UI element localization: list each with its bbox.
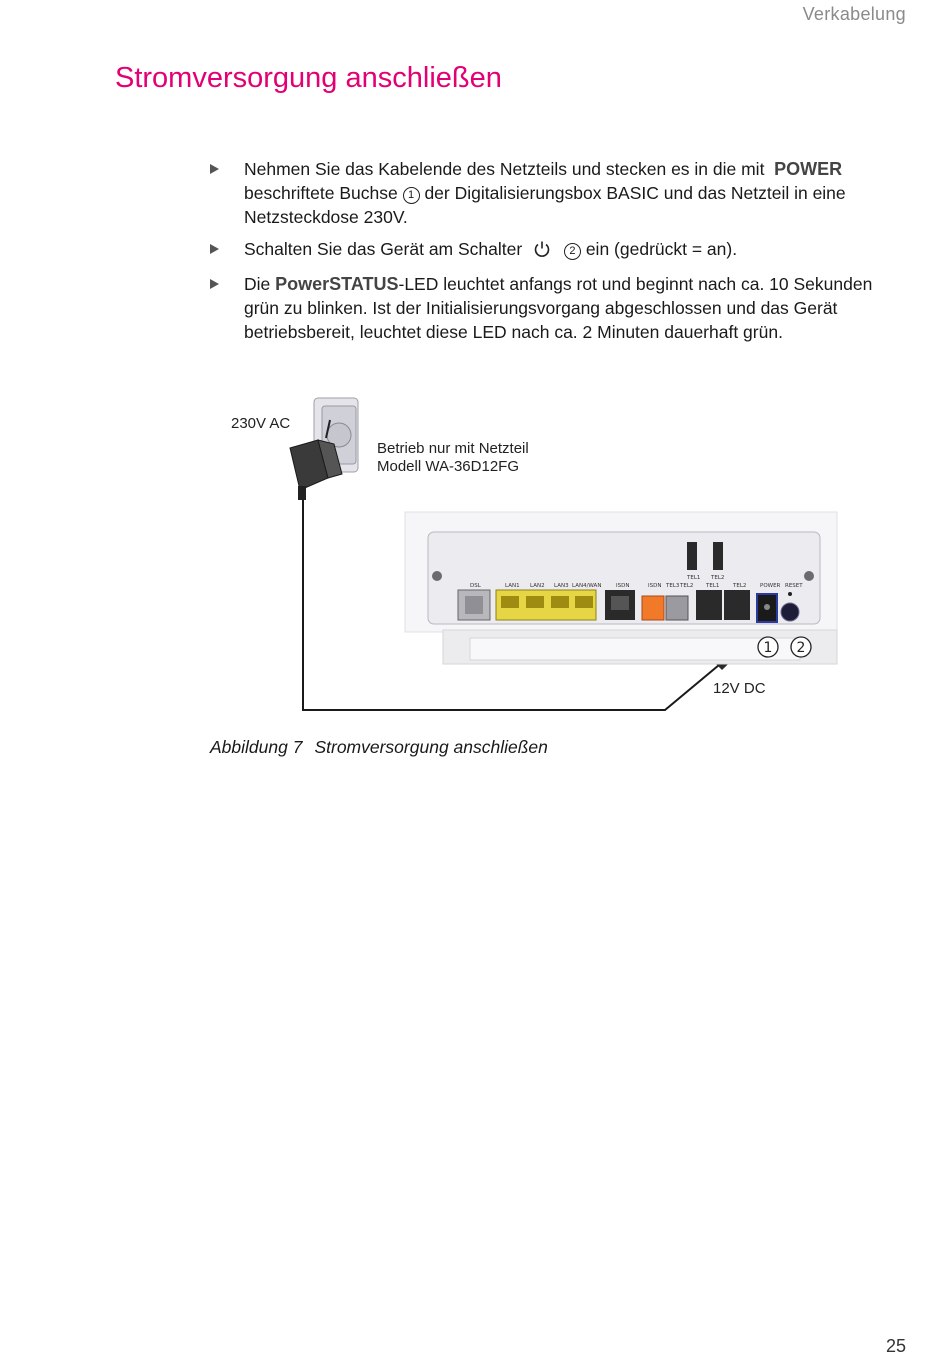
power-keyword: POWER — [774, 159, 843, 179]
bullet-triangle-icon — [210, 279, 219, 289]
power-cable — [302, 500, 726, 711]
port-label: ISDN — [616, 583, 629, 589]
port-label: LAN3 — [554, 583, 569, 589]
callout-2: 2 — [797, 640, 806, 656]
step-text: Schalten Sie das Gerät am Schalter — [244, 239, 523, 259]
step-text: Die — [244, 274, 271, 294]
port-label: RESET — [785, 583, 803, 589]
step-text: ein (gedrückt = an). — [585, 239, 738, 259]
list-item: Die PowerSTATUS-LED leuchtet anfangs rot… — [210, 272, 910, 344]
power-icon — [533, 240, 551, 264]
list-item: Schalten Sie das Gerät am Schalter 2 ein… — [210, 237, 910, 264]
instruction-list: Nehmen Sie das Kabelende des Netzteils u… — [210, 157, 910, 352]
step-text: beschriftete Buchse — [244, 183, 398, 203]
step-text: Nehmen Sie das Kabelende des Netzteils u… — [244, 159, 765, 179]
router-device — [404, 511, 838, 665]
power-adapter-icon — [289, 419, 343, 500]
port-label: TEL1 — [705, 583, 719, 589]
figure-caption: Abbildung 7 Stromversorgung anschließen — [210, 737, 548, 758]
section-header: Verkabelung — [802, 4, 906, 24]
port-label: LAN2 — [530, 583, 545, 589]
port-labels: DSL LAN1 LAN2 LAN3 LAN4/WAN ISDN ISDN TE… — [470, 575, 803, 589]
callout-1-icon: 1 — [402, 187, 420, 204]
ac-label: 230V AC — [231, 415, 291, 432]
port-label: DSL — [470, 583, 482, 589]
psu-model: Modell WA-36D12FG — [377, 458, 519, 475]
page-number: 25 — [885, 1336, 906, 1356]
port-label: TEL2 — [710, 575, 724, 581]
callout-markers: 1 2 — [757, 636, 812, 658]
port-label: ISDN — [648, 583, 661, 589]
port-label: TEL2 — [732, 583, 746, 589]
list-item: Nehmen Sie das Kabelende des Netzteils u… — [210, 157, 910, 229]
bullet-triangle-icon — [210, 244, 219, 254]
dc-plug-icon — [710, 618, 762, 670]
step-text: der Digitalisierungsbox BASIC und das Ne… — [244, 183, 846, 227]
psu-note: Betrieb nur mit Netzteil — [377, 440, 529, 457]
port-label: LAN4/WAN — [572, 583, 601, 589]
bullet-triangle-icon — [210, 164, 219, 174]
port-label: LAN1 — [505, 583, 520, 589]
step-text: -LED leuchtet anfangs rot und beginnt na… — [244, 274, 873, 342]
port-label: TEL1 — [686, 575, 700, 581]
wall-socket-icon — [313, 397, 359, 473]
port-label: POWER — [760, 583, 781, 589]
caption-number: Abbildung 7 — [210, 737, 303, 757]
port-label: TEL3 — [665, 583, 680, 589]
powerstatus-keyword: PowerSTATUS — [275, 274, 399, 294]
page-title: Stromversorgung anschließen — [115, 62, 502, 94]
dc-label: 12V DC — [713, 680, 766, 697]
callout-1: 1 — [764, 640, 773, 656]
callout-2-icon: 2 — [563, 243, 581, 260]
port-label: TEL2 — [679, 583, 693, 589]
caption-text: Stromversorgung anschließen — [314, 737, 548, 757]
